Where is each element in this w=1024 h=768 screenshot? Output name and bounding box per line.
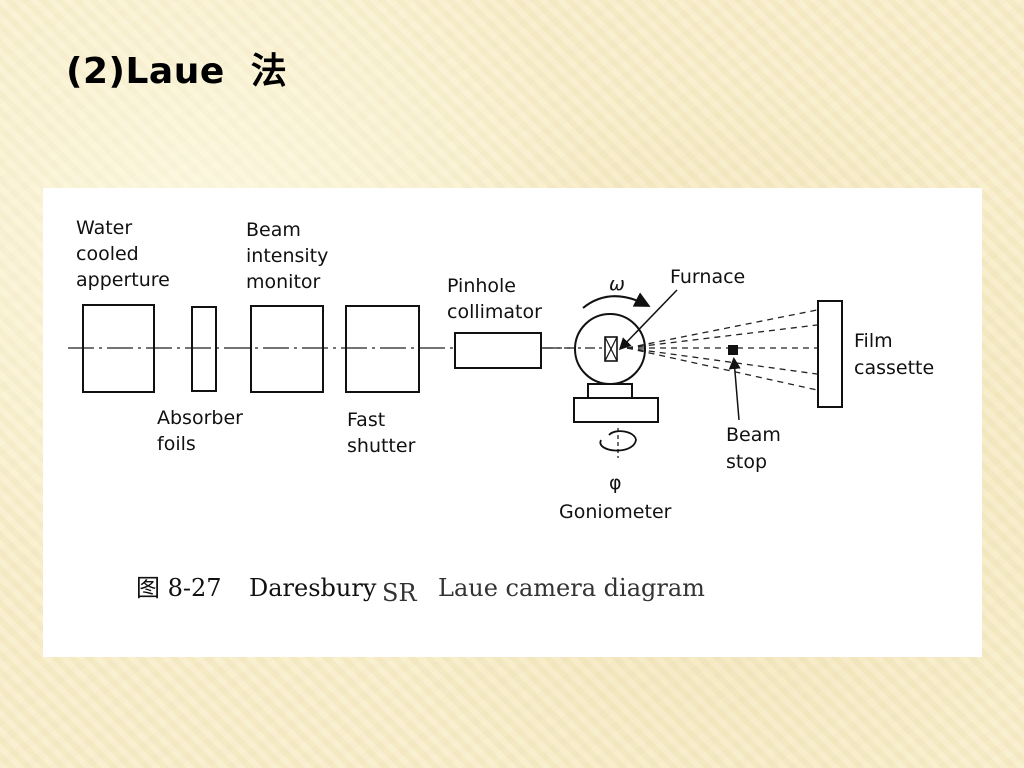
goniometer-label: Goniometer <box>559 501 672 523</box>
caption-text: Laue camera diagram <box>438 574 705 602</box>
caption-source: Daresbury <box>249 574 377 602</box>
beam-intensity-monitor-label: Beam intensity monitor <box>246 219 334 293</box>
diagram-panel: Water cooled apperture Absorber foils Be… <box>43 188 982 657</box>
absorber-foils-label: Absorber foils <box>157 407 249 455</box>
water-cooled-apperture-box <box>82 304 155 393</box>
phi-rotation-arrow <box>599 430 637 452</box>
fast-shutter-box <box>345 305 420 393</box>
beam-stop-square <box>728 345 738 355</box>
omega-label: ω <box>609 273 625 295</box>
pinhole-collimator-box <box>454 332 542 369</box>
beam-stop-label: Beam stop <box>726 424 787 473</box>
water-cooled-apperture-label: Water cooled apperture <box>76 217 170 291</box>
film-cassette-label: Film cassette <box>854 330 934 379</box>
diffracted-beams <box>626 309 818 391</box>
beam-intensity-monitor-box <box>250 305 324 393</box>
furnace-label: Furnace <box>670 266 745 288</box>
film-cassette-box <box>817 300 843 408</box>
fast-shutter-label: Fast shutter <box>347 409 416 457</box>
goniometer-base <box>587 383 633 399</box>
furnace-leader-line <box>618 289 678 351</box>
slide-title: (2)Laue 法 <box>66 51 288 92</box>
beam-stop-leader-line <box>728 357 741 421</box>
phi-label: φ <box>609 472 622 494</box>
laue-camera-diagram: Water cooled apperture Absorber foils Be… <box>68 217 934 607</box>
goniometer-stand <box>573 397 659 423</box>
figure-caption: 图 8-27 Daresbury SR Laue camera diagram <box>136 574 705 607</box>
absorber-foils-box <box>191 306 217 392</box>
sample-cross-2 <box>604 336 618 362</box>
pinhole-collimator-label: Pinhole collimator <box>447 275 542 323</box>
omega-rotation-arrow <box>582 292 651 309</box>
caption-sr: SR <box>382 579 417 607</box>
caption-figure-number: 图 8-27 <box>136 574 222 602</box>
